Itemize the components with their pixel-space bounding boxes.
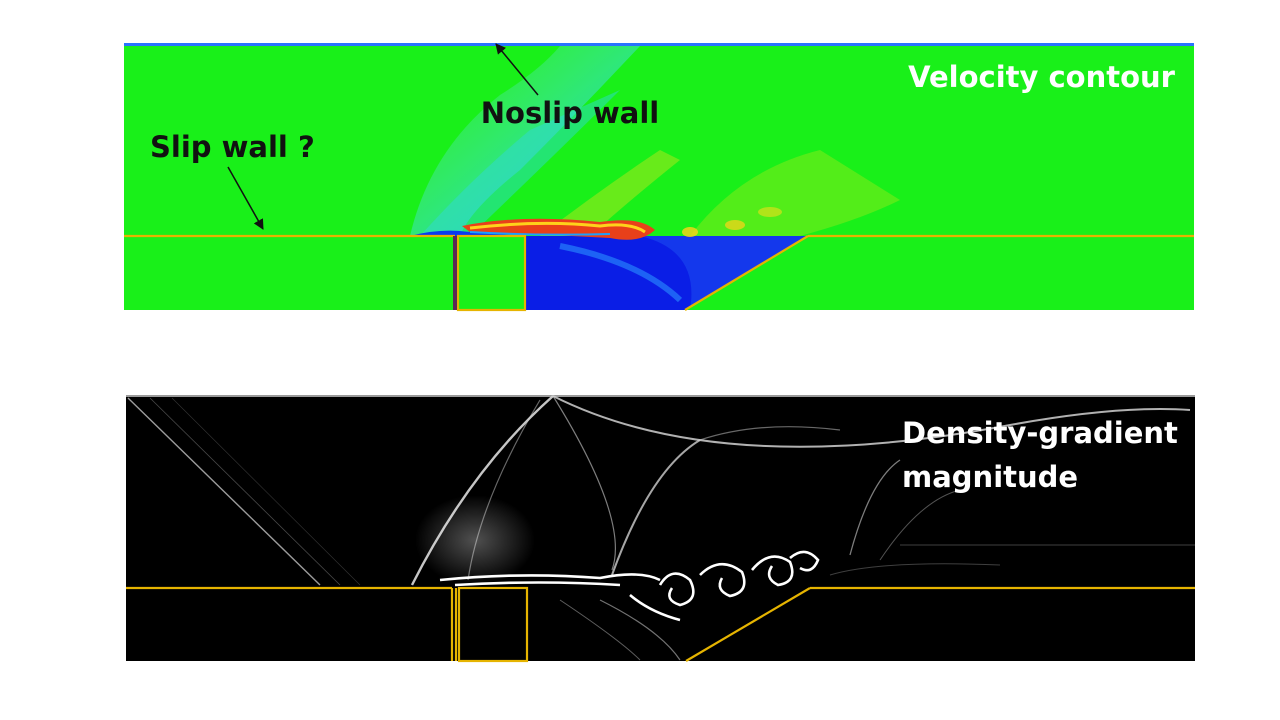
- shock-fan-region: [410, 46, 640, 236]
- shock-fan-inner: [420, 90, 620, 236]
- separation-bubble: [410, 230, 525, 236]
- shock-lines: [127, 395, 1195, 661]
- ramp-solid: [685, 236, 1194, 310]
- schlieren-background: [126, 395, 1195, 661]
- noslip-wall-label: Noslip wall: [481, 96, 659, 130]
- noslip-arrow: [495, 43, 539, 96]
- density-gradient-title-line2: magnitude: [902, 460, 1078, 494]
- slip-arrow: [227, 166, 264, 230]
- top-wall-boundary-layer: [124, 43, 1194, 46]
- velocity-contour-panel: [124, 43, 1194, 312]
- density-gradient-title-line1: Density-gradient: [902, 416, 1178, 450]
- velocity-contour-title: Velocity contour: [908, 60, 1176, 94]
- shear-layer-vortices: [439, 550, 820, 622]
- downstream-disturbance: [540, 150, 680, 236]
- wake-disturbance: [690, 150, 900, 236]
- geometry-outline-bottom: [126, 586, 1195, 663]
- slip-wall-label: Slip wall ?: [150, 130, 315, 164]
- density-gradient-panel: [126, 395, 1195, 663]
